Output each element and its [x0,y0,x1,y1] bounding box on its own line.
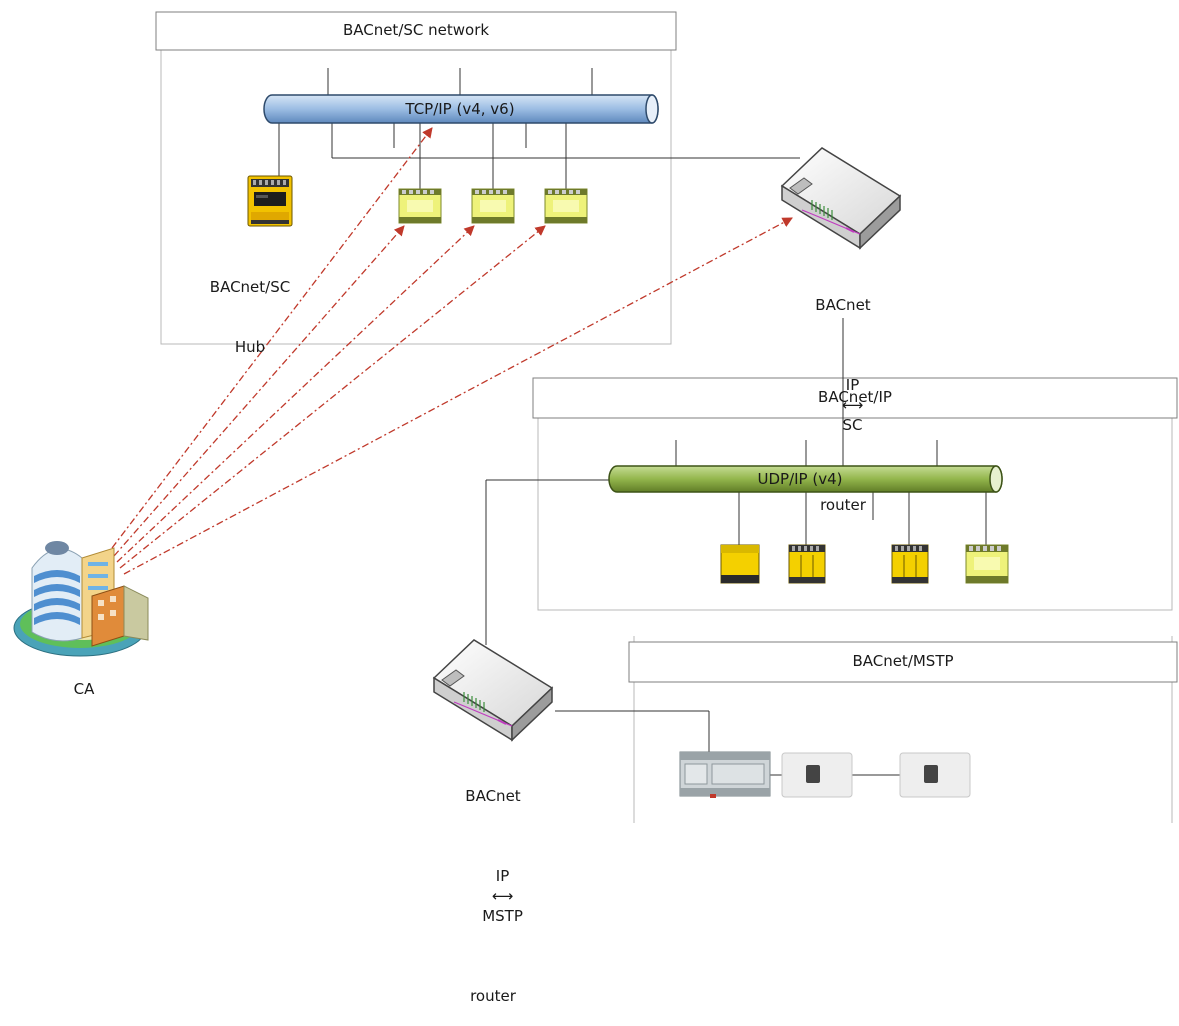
sc-router-label-ip: IP [845,376,860,394]
sc-router-label-line2: IP ⟷ SC [783,355,903,455]
ip-network-title-box [532,377,1178,419]
ip-device-2[interactable] [788,544,826,584]
sc-device-2[interactable] [471,188,515,224]
sc-network-panel [155,11,677,345]
sc-router-label-sc: SC [842,416,863,434]
sc-device-1[interactable] [398,188,442,224]
ip-device-3[interactable] [891,544,929,584]
bidirectional-arrow-icon: ⟷ [491,887,514,905]
ca-trust-arrows [111,127,793,575]
ip-device-4[interactable] [965,544,1009,584]
mstp-router-label-line1: BACnet [465,787,521,805]
hub-label-line1: BACnet/SC [209,278,291,296]
hub-label: BACnet/SC Hub [190,237,310,377]
ip-wiring [675,440,987,545]
sc-network-title: BACnet/SC network [342,21,490,39]
mstp-network-panel [628,636,1178,823]
router-links [485,318,900,776]
mstp-controller[interactable] [679,751,771,798]
bacnet-sc-hub-icon[interactable] [247,175,293,227]
mstp-router-label-line3: router [470,987,516,1005]
ip-bus [608,465,1003,493]
ip-network-title: BACnet/IP [818,388,892,406]
sc-bus [263,94,659,124]
network-diagram: BACnet/SC network TCP/IP (v4, v6) BACnet… [13,11,1178,1005]
sc-router-label-line1: BACnet [815,296,871,314]
ca-label: CA [73,680,95,698]
ca-arrow-device-2 [116,225,475,563]
mstp-router-label-line2: IP ⟷ MSTP [423,846,563,946]
sc-bus-label: TCP/IP (v4, v6) [405,100,515,118]
mstp-router-label-ip: IP [495,867,510,885]
ip-bus-label: UDP/IP (v4) [757,470,843,488]
ip-network-panel [532,377,1178,611]
sc-network-title-box [155,11,677,51]
bidirectional-arrow-icon: ⟷ [841,396,864,414]
mstp-router-icon[interactable] [432,639,554,742]
ca-building-icon [13,541,149,657]
diagram-canvas [13,11,1178,823]
hub-label-line2: Hub [234,338,266,356]
mstp-sensor-1[interactable] [781,752,853,798]
sc-router-label-line3: router [820,496,866,514]
mstp-router-label-mstp: MSTP [482,907,523,925]
ca-arrow-bus [111,127,433,549]
sc-wiring [278,68,800,190]
sc-device-3[interactable] [544,188,588,224]
mstp-network-title: BACnet/MSTP [852,652,954,670]
mstp-sensor-2[interactable] [899,752,971,798]
mstp-router-label: BACnet IP ⟷ MSTP router [423,746,563,1026]
sc-router-icon[interactable] [780,147,902,250]
mstp-network-title-box [628,641,1178,683]
ca-arrow-device-3 [119,225,546,569]
sc-router-label: BACnet IP ⟷ SC router [783,255,903,535]
ca-arrow-router [123,217,793,575]
ip-device-1[interactable] [720,544,760,584]
ca-arrow-device-1 [113,225,405,557]
